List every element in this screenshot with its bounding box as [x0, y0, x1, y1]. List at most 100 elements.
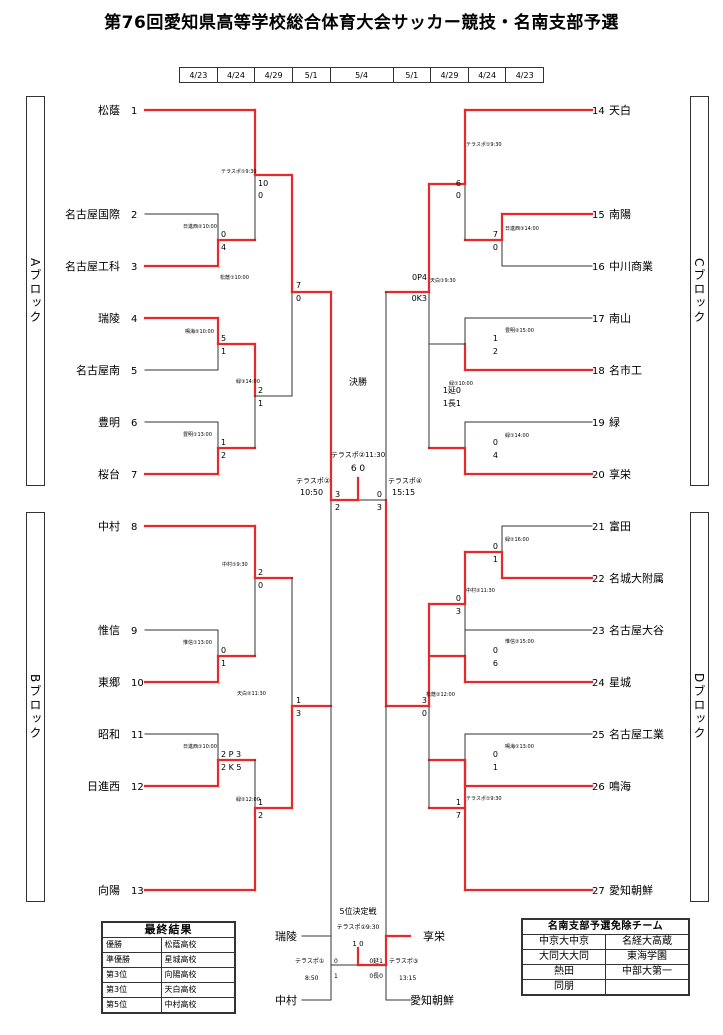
- team-number: 27: [592, 886, 605, 897]
- team-name: 日進西: [87, 780, 120, 793]
- result-rank: 第5位: [101, 997, 162, 1014]
- team-name: 鳴海: [609, 779, 631, 793]
- fifth-right-venue: テラスポ③: [389, 957, 418, 965]
- block-b-label: Bブロック: [26, 512, 45, 902]
- exempt-team: 中京大中京: [521, 934, 606, 950]
- team-number: 18: [592, 366, 605, 377]
- date-cell: 4/24: [216, 67, 256, 83]
- block-c-text: Cブロック: [692, 257, 706, 325]
- venue-label: 鳴海①13:00: [505, 743, 534, 750]
- match-score: 6: [493, 659, 498, 668]
- exempt-title: 名南支部予選免除チーム: [521, 918, 690, 935]
- final-score: 6 0: [351, 464, 366, 474]
- fifth-score-cell: 0長0: [369, 973, 383, 980]
- match-score: 2 P 3: [221, 750, 241, 759]
- team-number: 24: [592, 678, 605, 689]
- match-score: 0: [456, 191, 461, 200]
- match-score: 1長1: [443, 399, 461, 408]
- venue-label: 日進西①10:00: [183, 743, 217, 750]
- exempt-team: 大同大大同: [521, 949, 606, 965]
- exempt-teams-table: 名南支部予選免除チーム 中京大中京名経大高蔵 大同大大同東海学園 熱田中部大第一…: [521, 918, 690, 996]
- final-right-time: 15:15: [392, 488, 415, 497]
- final-score-right: 0: [377, 490, 382, 499]
- team-name: 松蔭: [98, 103, 120, 117]
- match-score: 1延0: [443, 385, 461, 395]
- date-cell: 4/23: [505, 67, 544, 83]
- exempt-team: 名経大高蔵: [605, 934, 690, 950]
- result-team: 向陽高校: [160, 967, 236, 983]
- match-score: 1: [493, 763, 498, 772]
- final-label: 決勝: [349, 376, 367, 388]
- venue-label: 鳴海②10:00: [185, 328, 214, 335]
- final-right-venue: テラスポ④: [388, 477, 422, 485]
- match-score: 0K3: [412, 294, 427, 303]
- match-score: 5: [221, 334, 226, 343]
- date-cell: 4/23: [179, 67, 218, 83]
- fifth-label: 5位決定戦: [339, 906, 376, 916]
- venue-label: 緑①14:00: [505, 432, 529, 439]
- match-score: 2 K 5: [221, 763, 242, 772]
- date-cell: 4/24: [467, 67, 507, 83]
- team-number: 9: [131, 626, 137, 637]
- result-team: 松蔭高校: [160, 937, 236, 953]
- venue-label: 中村①9:30: [222, 561, 248, 568]
- venue-label: テラスポ①9:30: [466, 795, 502, 802]
- match-score: 3: [456, 607, 461, 616]
- result-team: 星城高校: [160, 952, 236, 968]
- team-name: 富田: [609, 519, 631, 533]
- team-number: 21: [592, 522, 605, 533]
- fifth-left-time: 8:50: [305, 975, 319, 982]
- exempt-team: 熱田: [521, 964, 606, 980]
- match-score: 4: [493, 451, 498, 460]
- match-score: 1: [296, 696, 301, 705]
- block-b-text: Bブロック: [28, 673, 42, 741]
- venue-label: 天白②11:30: [237, 690, 266, 697]
- match-score: 4: [221, 243, 226, 252]
- team-name: 昭和: [98, 728, 120, 741]
- venue-label: 天白①9:30: [430, 277, 456, 284]
- result-team: 中村高校: [160, 997, 236, 1014]
- venue-label: 日進西②10:00: [183, 223, 217, 230]
- exempt-team: 中部大第一: [605, 964, 690, 980]
- team-number: 8: [131, 522, 137, 533]
- venue-label: 松蔭②12:00: [426, 691, 455, 698]
- page-title: 第76回愛知県高等学校総合体育大会サッカー競技・名南支部予選: [104, 13, 619, 33]
- match-score: 0: [258, 581, 263, 590]
- venue-label: 松蔭①10:00: [220, 274, 249, 281]
- venue-label: 緑②12:00: [236, 796, 260, 803]
- fifth-score-cell: 0: [334, 958, 338, 965]
- team-name: 名古屋工科: [65, 259, 120, 273]
- match-score: 0: [493, 750, 498, 759]
- result-rank: 第3位: [101, 982, 162, 998]
- team-number: 12: [131, 782, 144, 793]
- venue-label: 豊明②15:00: [505, 327, 534, 334]
- match-score: 2: [258, 811, 263, 820]
- team-number: 22: [592, 574, 605, 585]
- match-score: 10: [258, 179, 268, 188]
- venue-label: 惟信①13:00: [183, 639, 212, 646]
- match-score: 7: [456, 811, 461, 820]
- block-c-label: Cブロック: [690, 96, 709, 486]
- team-number: 7: [131, 470, 137, 481]
- match-score: 1: [258, 798, 263, 807]
- team-name: 享栄: [609, 467, 631, 481]
- match-score: 0: [422, 709, 427, 718]
- team-name: 向陽: [98, 883, 120, 897]
- team-name: 名古屋国際: [65, 207, 120, 221]
- team-number: 19: [592, 418, 605, 429]
- team-number: 15: [592, 210, 605, 221]
- team-number: 14: [592, 106, 605, 117]
- fifth-score: 1 0: [352, 940, 363, 948]
- team-name: 豊明: [98, 416, 120, 429]
- fifth-score-cell: 1: [334, 973, 338, 980]
- match-score: 7: [296, 281, 301, 290]
- venue-label: 中村②11:30: [466, 587, 495, 594]
- team-number: 3: [131, 262, 137, 273]
- team-name: 瑞陵: [98, 311, 120, 325]
- venue-label: 豊明①13:00: [183, 431, 212, 438]
- team-name: 名古屋大谷: [609, 623, 664, 637]
- team-name: 緑: [609, 415, 620, 429]
- team-name: 東郷: [98, 675, 120, 689]
- fifth-venue: テラスポ①9:30: [337, 923, 380, 931]
- block-d-label: Dブロック: [690, 512, 709, 902]
